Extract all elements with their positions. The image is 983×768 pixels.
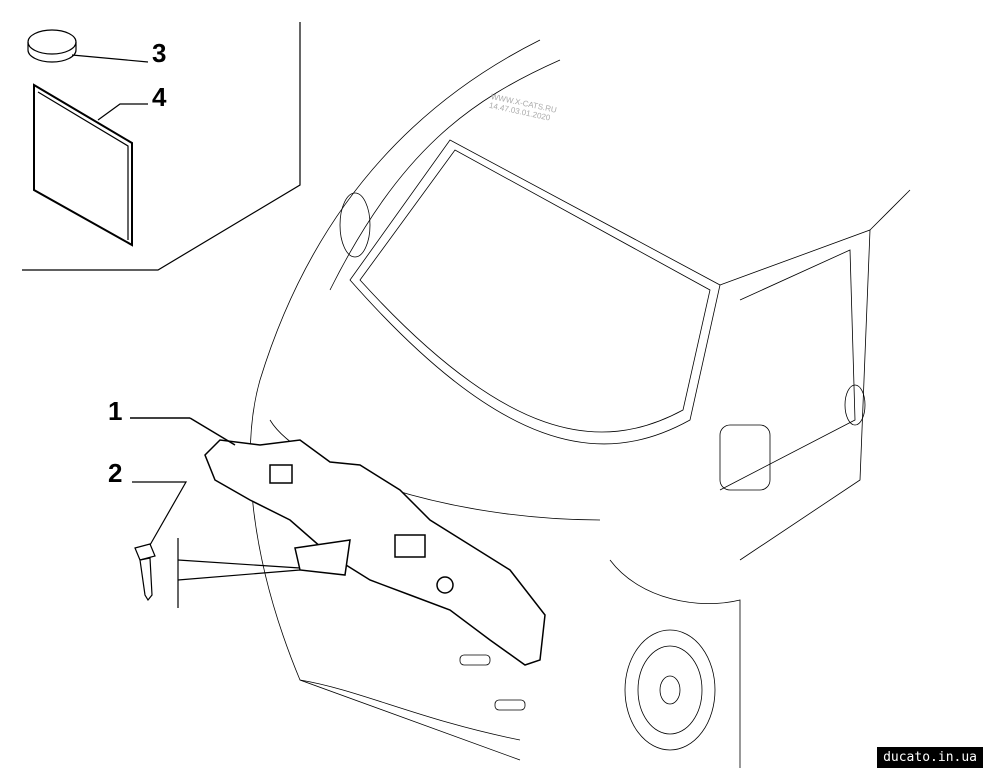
site-badge: ducato.in.ua [877, 747, 983, 768]
callout-1: 1 [108, 396, 123, 426]
part-2-bolt [132, 481, 301, 608]
part-3-plug [27, 29, 149, 63]
vehicle-outline [249, 39, 911, 768]
part-1-crossmember [130, 417, 546, 666]
inset-box [22, 22, 301, 271]
callout-3: 3 [152, 38, 167, 68]
part-4-pad [33, 83, 148, 247]
callout-2: 2 [108, 458, 123, 488]
callout-4: 4 [152, 82, 167, 112]
